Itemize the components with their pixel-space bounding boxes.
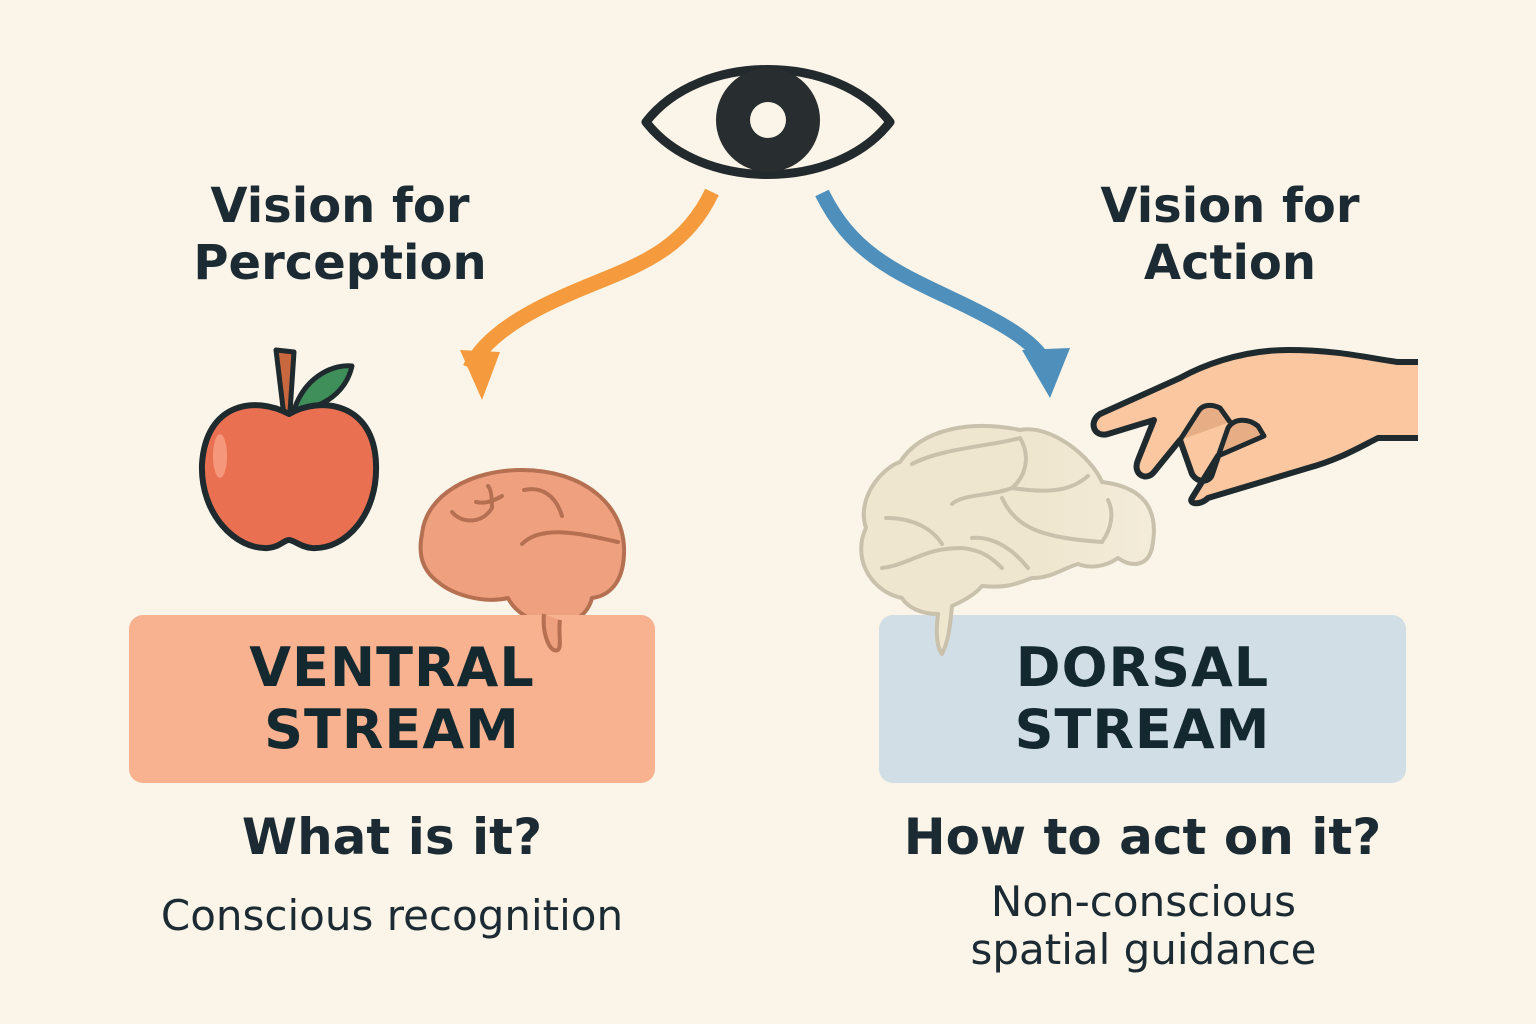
dorsal-description-line1: Non-conscious — [990, 877, 1297, 926]
reaching-hand-icon — [1090, 347, 1418, 507]
dorsal-stream-label-line1: DORSAL — [1015, 636, 1270, 699]
dorsal-stream-label-line2: STREAM — [1014, 698, 1271, 761]
dorsal-brain-icon — [859, 424, 1156, 656]
perception-heading: Vision for Perception — [150, 178, 530, 292]
ventral-description: Conscious recognition — [160, 891, 624, 940]
perception-heading-line1: Vision for — [210, 178, 470, 234]
ventral-question: What is it? — [241, 808, 543, 866]
dorsal-stream-box: DORSAL STREAM — [879, 615, 1406, 783]
apple-icon — [198, 347, 380, 552]
action-heading-line1: Vision for — [1100, 178, 1360, 234]
action-heading-line2: Action — [1143, 235, 1317, 291]
eye-icon — [641, 65, 895, 179]
ventral-stream-label-line1: VENTRAL — [249, 636, 535, 699]
ventral-stream-box: VENTRAL STREAM — [129, 615, 655, 783]
perception-heading-line2: Perception — [193, 235, 487, 291]
action-heading: Vision for Action — [1040, 178, 1420, 292]
ventral-stream-label-line2: STREAM — [264, 698, 520, 761]
ventral-brain-stem — [541, 613, 562, 653]
dorsal-description-line2: spatial guidance — [970, 925, 1317, 974]
dorsal-description: Non-conscious spatial guidance — [880, 878, 1407, 974]
dorsal-question: How to act on it? — [903, 808, 1382, 866]
